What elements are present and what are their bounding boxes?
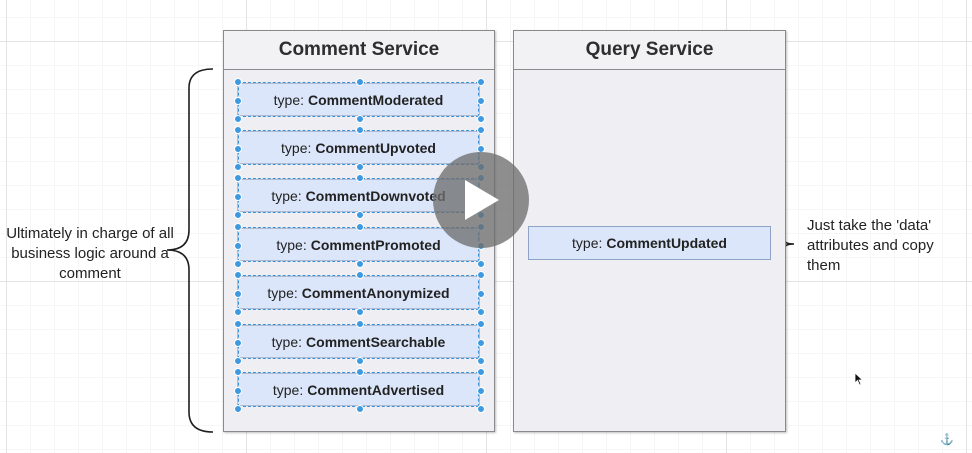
event-box[interactable]: type: CommentUpvoted bbox=[234, 126, 485, 171]
event-type-prefix: type: bbox=[572, 235, 603, 251]
event-type-prefix: type: bbox=[272, 381, 304, 398]
resize-handle[interactable] bbox=[477, 338, 485, 347]
event-type-prefix: type: bbox=[281, 139, 312, 156]
mouse-cursor-icon bbox=[854, 372, 864, 386]
event-type-name: CommentPromoted bbox=[310, 236, 441, 253]
resize-handle[interactable] bbox=[234, 163, 242, 171]
resize-handle[interactable] bbox=[234, 78, 242, 86]
resize-handle[interactable] bbox=[355, 308, 364, 316]
resize-handle[interactable] bbox=[234, 289, 242, 298]
resize-handle[interactable] bbox=[234, 308, 242, 316]
resize-handle[interactable] bbox=[477, 96, 485, 105]
resize-handle[interactable] bbox=[234, 174, 242, 182]
event-type-prefix: type: bbox=[267, 284, 298, 301]
right-annotation: Just take the 'data' attributes and copy… bbox=[807, 217, 934, 274]
event-type-name: CommentUpvoted bbox=[315, 139, 436, 156]
resize-handle[interactable] bbox=[477, 289, 485, 298]
event-type-name: CommentSearchable bbox=[306, 333, 446, 350]
resize-handle[interactable] bbox=[477, 368, 485, 376]
left-annotation: Ultimately in charge of all business log… bbox=[6, 225, 174, 282]
resize-handle[interactable] bbox=[477, 320, 485, 328]
resize-handle[interactable] bbox=[234, 126, 242, 134]
resize-handle[interactable] bbox=[477, 357, 485, 365]
event-type-prefix: type: bbox=[273, 91, 304, 108]
resize-handle[interactable] bbox=[355, 405, 364, 413]
resize-handle[interactable] bbox=[355, 260, 364, 268]
resize-handle[interactable] bbox=[234, 115, 242, 123]
resize-handle[interactable] bbox=[355, 163, 364, 171]
resize-handle[interactable] bbox=[234, 192, 242, 201]
resize-handle[interactable] bbox=[234, 211, 242, 219]
resize-handle[interactable] bbox=[355, 211, 364, 219]
resize-handle[interactable] bbox=[477, 115, 485, 123]
resize-handle[interactable] bbox=[234, 338, 242, 347]
resize-handle[interactable] bbox=[477, 405, 485, 413]
resize-handle[interactable] bbox=[477, 308, 485, 316]
left-brace bbox=[166, 68, 214, 433]
resize-handle[interactable] bbox=[355, 223, 364, 231]
watermark-icon: ⚓ bbox=[940, 434, 954, 446]
query-event-box[interactable]: type: CommentUpdated bbox=[528, 226, 771, 260]
event-type-prefix: type: bbox=[276, 236, 307, 253]
event-box[interactable]: type: CommentAnonymized bbox=[234, 271, 485, 316]
resize-handle[interactable] bbox=[477, 260, 485, 268]
resize-handle[interactable] bbox=[234, 96, 242, 105]
play-icon bbox=[465, 180, 499, 220]
resize-handle[interactable] bbox=[355, 357, 364, 365]
resize-handle[interactable] bbox=[234, 386, 242, 395]
resize-handle[interactable] bbox=[234, 357, 242, 365]
event-box[interactable]: type: CommentPromoted bbox=[234, 223, 485, 268]
resize-handle[interactable] bbox=[477, 271, 485, 279]
event-type-name: CommentAnonymized bbox=[301, 284, 450, 301]
event-type-name: CommentDownvoted bbox=[305, 187, 446, 204]
resize-handle[interactable] bbox=[355, 368, 364, 376]
video-play-button[interactable] bbox=[433, 152, 529, 248]
event-type-name: CommentUpdated bbox=[606, 235, 727, 251]
resize-handle[interactable] bbox=[477, 386, 485, 395]
query-service-title: Query Service bbox=[514, 31, 785, 70]
resize-handle[interactable] bbox=[234, 241, 242, 250]
event-box[interactable]: type: CommentModerated bbox=[234, 78, 485, 123]
resize-handle[interactable] bbox=[234, 144, 242, 153]
resize-handle[interactable] bbox=[355, 271, 364, 279]
event-box[interactable]: type: CommentSearchable bbox=[234, 320, 485, 365]
resize-handle[interactable] bbox=[355, 174, 364, 182]
resize-handle[interactable] bbox=[477, 78, 485, 86]
resize-handle[interactable] bbox=[234, 271, 242, 279]
resize-handle[interactable] bbox=[355, 78, 364, 86]
resize-handle[interactable] bbox=[234, 223, 242, 231]
event-box[interactable]: type: CommentAdvertised bbox=[234, 368, 485, 413]
resize-handle[interactable] bbox=[477, 126, 485, 134]
event-type-prefix: type: bbox=[271, 187, 302, 204]
event-type-name: CommentAdvertised bbox=[307, 381, 445, 398]
resize-handle[interactable] bbox=[234, 320, 242, 328]
event-type-name: CommentModerated bbox=[308, 91, 444, 108]
event-type-prefix: type: bbox=[271, 333, 303, 350]
resize-handle[interactable] bbox=[234, 260, 242, 268]
resize-handle[interactable] bbox=[234, 405, 242, 413]
resize-handle[interactable] bbox=[355, 115, 364, 123]
resize-handle[interactable] bbox=[234, 368, 242, 376]
resize-handle[interactable] bbox=[355, 126, 364, 134]
comment-service-title: Comment Service bbox=[224, 31, 494, 70]
resize-handle[interactable] bbox=[355, 320, 364, 328]
